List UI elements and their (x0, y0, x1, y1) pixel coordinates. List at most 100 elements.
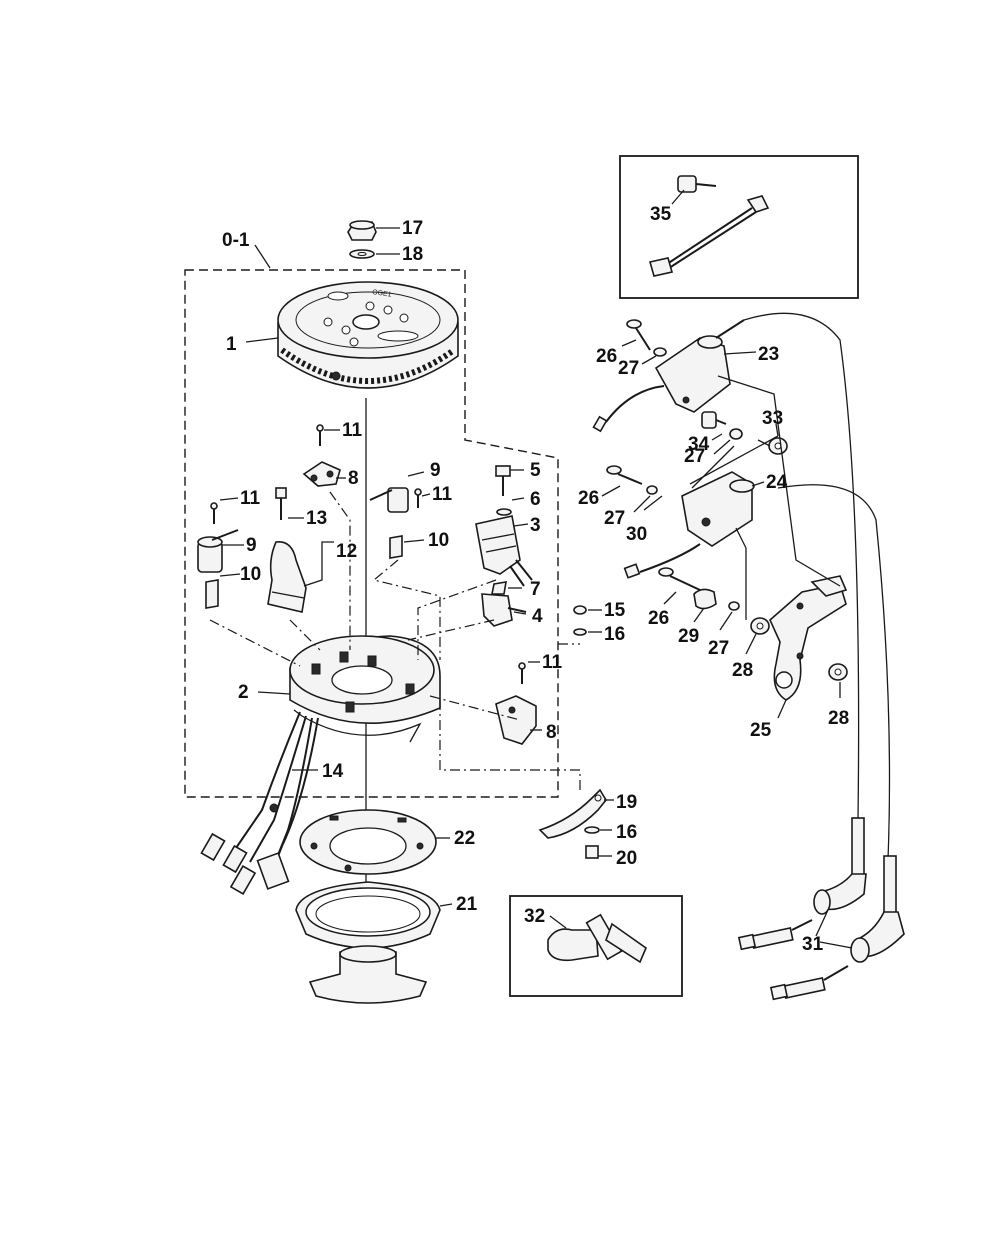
stator-wires (200, 711, 319, 895)
screw-top (316, 424, 324, 446)
washer-27-bottom (728, 601, 740, 611)
explode-line-6 (407, 619, 495, 641)
explode-line-8 (429, 695, 521, 721)
link-rod (648, 175, 770, 277)
washer-27-lower (646, 485, 658, 495)
label-part-10-left: 10 (240, 564, 261, 585)
label-part-6: 6 (530, 489, 541, 510)
label-part-31: 31 (802, 934, 824, 955)
explode-line-4 (372, 559, 441, 660)
ground-strap (538, 788, 607, 839)
ignition-coil-right (369, 487, 409, 513)
bushing-28-right (828, 663, 848, 681)
clip-7 (491, 581, 507, 595)
label-part-26-lower: 26 (648, 608, 669, 629)
screw-34 (701, 411, 727, 429)
washer-6 (496, 508, 512, 516)
label-part-30: 30 (626, 524, 647, 545)
flywheel-nut (347, 220, 377, 241)
label-part-7: 7 (530, 579, 541, 600)
bolt-26-lower (658, 567, 701, 591)
label-part-34: 34 (688, 434, 710, 455)
washer-16-upper (573, 628, 587, 636)
screw-13 (275, 487, 287, 520)
bolt-26-top (626, 319, 651, 351)
assembly-leader (254, 244, 271, 269)
ignition-coil-left (197, 529, 239, 573)
carburetor-lower (623, 435, 779, 579)
label-part-12: 12 (336, 541, 357, 562)
pulser-coil (267, 541, 307, 613)
flywheel-washer (349, 249, 375, 259)
detail-box-32 (509, 895, 683, 997)
spark-plug-2 (769, 965, 849, 1001)
explode-line-5 (417, 579, 497, 660)
carburetor-upper (592, 319, 745, 433)
nut-33 (768, 437, 788, 455)
coil-bracket-left (205, 579, 219, 609)
washer-27-mid (729, 428, 743, 440)
label-part-26-top: 26 (596, 346, 617, 367)
washer-16-lower (584, 826, 600, 834)
label-part-23: 23 (758, 344, 779, 365)
label-part-24: 24 (766, 472, 788, 493)
flywheel-marking: OGE1 (372, 289, 392, 299)
label-part-16-lower: 16 (616, 822, 637, 843)
spark-plug-boot (547, 913, 647, 964)
explode-line-3 (329, 491, 351, 650)
spring-29 (693, 588, 717, 610)
label-part-27-mid: 27 (684, 446, 705, 467)
label-part-20: 20 (616, 848, 637, 869)
label-part-11-top: 11 (342, 420, 363, 441)
trigger-bracket-lower (495, 695, 537, 745)
spark-plug-cap-1 (813, 817, 867, 915)
link-connector-1 (717, 375, 841, 587)
spark-plug-cap-2 (850, 855, 905, 963)
label-part-22: 22 (454, 828, 475, 849)
trigger-bracket-top (302, 461, 341, 487)
label-part-27-lower: 27 (604, 508, 625, 529)
label-part-25: 25 (750, 720, 772, 741)
label-part-11-lower: 11 (542, 652, 563, 673)
label-part-13: 13 (306, 508, 327, 529)
label-part-33: 33 (762, 408, 783, 429)
label-part-28-right: 28 (828, 708, 849, 729)
bearing-housing (295, 881, 441, 1004)
screw-left (210, 502, 218, 524)
label-part-21: 21 (456, 894, 478, 915)
label-part-15: 15 (604, 600, 626, 621)
bushing-28-left (750, 617, 770, 635)
detail-box-35 (619, 155, 859, 299)
label-assembly-0-1: 0-1 (222, 230, 250, 251)
coil-bracket-right (389, 535, 403, 559)
label-part-8-top: 8 (348, 468, 359, 489)
label-part-32: 32 (524, 906, 545, 927)
label-part-9-left: 9 (246, 535, 257, 556)
flywheel: OGE1 (277, 281, 459, 389)
label-part-3: 3 (530, 515, 541, 536)
label-part-1: 1 (226, 334, 237, 355)
link-connector-2 (735, 527, 747, 620)
charge-coil (475, 515, 533, 587)
label-part-5: 5 (530, 460, 541, 481)
label-part-14: 14 (322, 761, 344, 782)
screw-5 (495, 465, 511, 496)
bolt-26-mid (606, 465, 643, 485)
label-part-26-mid: 26 (578, 488, 599, 509)
explode-line-2 (289, 619, 321, 651)
explode-line-9 (439, 700, 581, 792)
label-part-35: 35 (650, 204, 672, 225)
washer-27-top (653, 347, 667, 357)
label-part-10-right: 10 (428, 530, 449, 551)
label-part-27-top: 27 (618, 358, 639, 379)
label-part-16-upper: 16 (604, 624, 625, 645)
lighting-coil (481, 593, 527, 627)
label-part-4: 4 (532, 606, 543, 627)
label-part-17: 17 (402, 218, 423, 239)
label-part-29: 29 (678, 626, 699, 647)
spark-plug-1 (737, 919, 813, 951)
label-part-9-right: 9 (430, 460, 441, 481)
label-part-27-bottom: 27 (708, 638, 729, 659)
explode-line-1 (209, 619, 301, 667)
